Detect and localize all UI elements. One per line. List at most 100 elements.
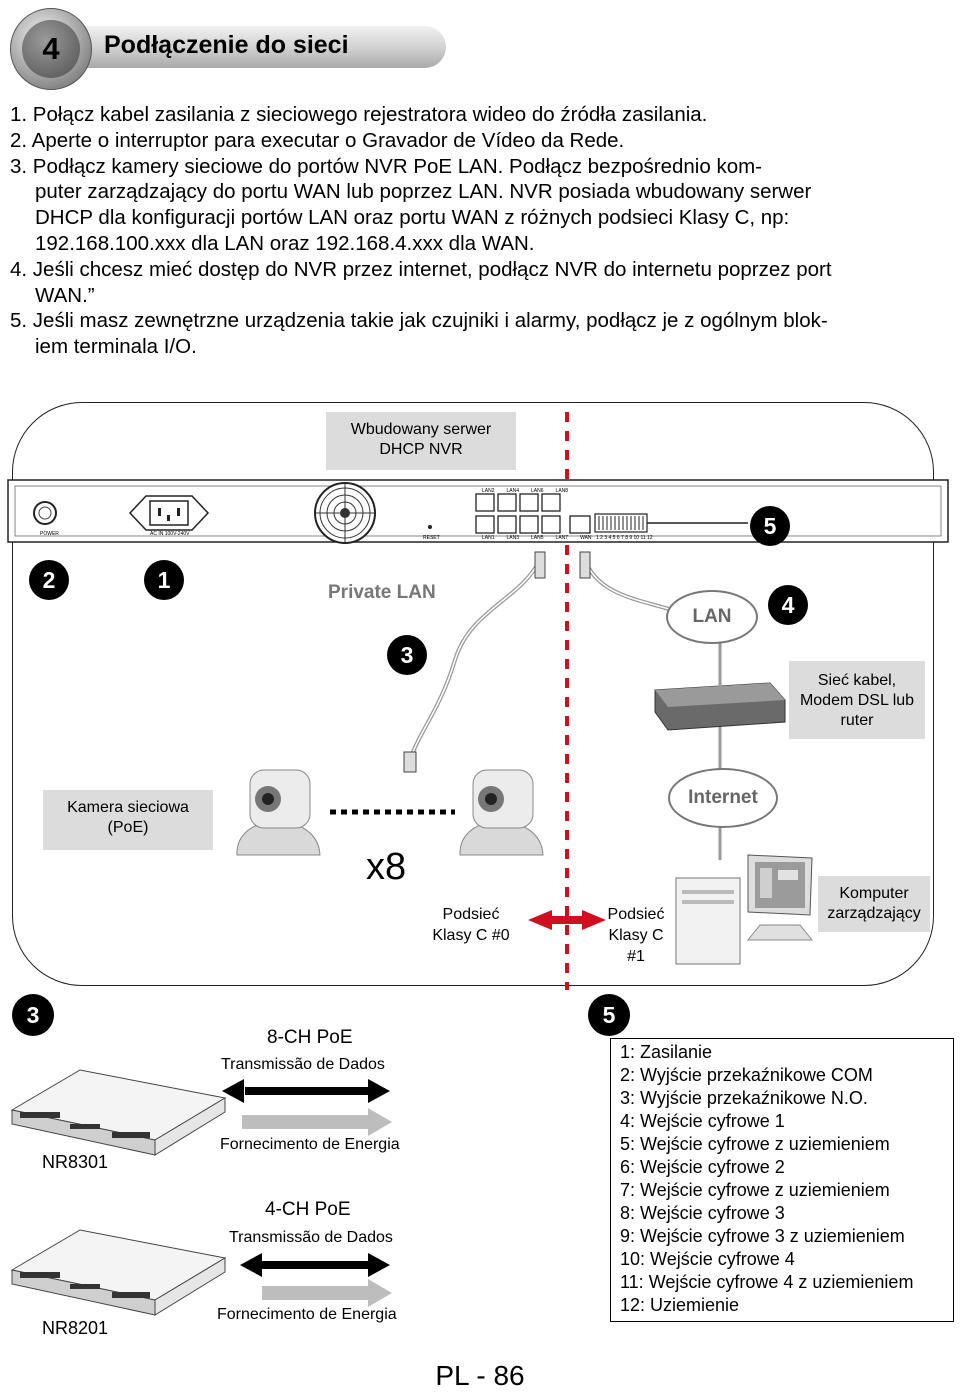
rj45-plug-icon — [579, 551, 591, 579]
camera-label-line: Kamera sieciowa — [67, 799, 189, 816]
power-arrow-8ch — [242, 1108, 392, 1136]
private-lan-label: Private LAN — [328, 582, 436, 603]
port-label: LAN7 — [555, 535, 569, 541]
step-line: puter zarządzający do portu WAN lub popr… — [35, 180, 812, 204]
power-switch-icon — [33, 501, 57, 525]
step-badge-2: 2 — [29, 560, 69, 600]
modem-label: Sieć kabel, Modem DSL lub ruter — [789, 661, 925, 739]
port-label: LAN3 — [506, 535, 520, 541]
section-header-bar — [32, 26, 446, 68]
rj45-plug-icon — [403, 751, 417, 773]
step-line: WAN.” — [35, 283, 95, 307]
port-label: LAN1 — [482, 535, 495, 541]
nvr-unit-icon — [10, 1229, 227, 1316]
step-badge-5: 5 — [750, 506, 790, 546]
port-label: LAN6 — [531, 488, 544, 494]
computer-label: Komputer zarządzający — [818, 876, 930, 932]
subnet-label-line: Podsieć — [442, 906, 500, 923]
port-labels-bottom: LAN1 LAN3 LAN5 LAN7 WAN — [482, 535, 592, 541]
poe-8ch-title: 8-CH PoE — [267, 1027, 353, 1048]
subnet-label-line: Podsieć — [607, 906, 665, 923]
data-arrow-4ch — [240, 1253, 390, 1277]
step-badge-1: 1 — [144, 560, 184, 600]
port-label: LAN8 — [555, 488, 569, 494]
legend-item: 2: Wyjście przekaźnikowe COM — [620, 1065, 873, 1085]
legend-item: 7: Wejście cyfrowe z uziemieniem — [620, 1180, 890, 1200]
modem-router-icon — [654, 682, 786, 731]
port-label: LAN2 — [482, 488, 495, 494]
step-line: 3. Podłącz kamery sieciowe do portów NVR… — [10, 154, 763, 178]
poe-section-badge: 3 — [12, 994, 54, 1036]
poe-4ch-power-label: Fornecimento de Energia — [217, 1306, 397, 1323]
step-line: 5. Jeśli masz zewnętrzne urządzenia taki… — [10, 309, 828, 333]
poe-8ch-power-label: Fornecimento de Energia — [220, 1136, 400, 1153]
section-title: Podłączenie do sieci — [104, 31, 349, 59]
data-arrow-8ch — [222, 1079, 390, 1103]
port-label: LAN5 — [531, 535, 544, 541]
subnet-label-line: #1 — [627, 948, 645, 965]
page-number: PL - 86 — [435, 1360, 525, 1391]
port-label: LAN4 — [506, 488, 520, 494]
internet-cloud: Internet — [668, 768, 778, 828]
step-badge-4: 4 — [768, 585, 808, 625]
power-arrow-4ch — [262, 1279, 392, 1307]
dhcp-label-line: DHCP NVR — [379, 441, 463, 458]
dhcp-label-line: Wbudowany serwer — [350, 421, 492, 438]
nvr-unit-icon — [10, 1069, 227, 1156]
legend-item: 4: Wejście cyfrowe 1 — [620, 1111, 785, 1131]
computer-icon — [675, 854, 814, 965]
subnet-label-line: Klasy C — [608, 927, 664, 944]
step-line: 192.168.100.xxx dla LAN oraz 192.168.4.x… — [35, 231, 535, 255]
step-badge-3: 3 — [387, 635, 427, 675]
legend-item: 1: Zasilanie — [620, 1042, 713, 1062]
instruction-list: 1. Połącz kabel zasilania z sieciowego r… — [10, 102, 950, 360]
step-line: 1. Połącz kabel zasilania z sieciowego r… — [10, 103, 708, 126]
power-port-label: POWER — [40, 531, 59, 537]
lan-ports — [475, 493, 591, 534]
modem-label-line: ruter — [840, 712, 874, 729]
subnet-1-label: Podsieć Klasy C #1 — [596, 904, 676, 967]
terminal-pin-numbers: 1 2 3 4 5 6 7 8 9 10 11 12 — [596, 535, 653, 541]
poe-8ch-data-label: Transmissão de Dados — [221, 1056, 385, 1073]
computer-label-line: zarządzający — [827, 905, 921, 922]
poe-4ch-data-label: Transmissão de Dados — [229, 1229, 393, 1246]
camera-label-line: (PoE) — [107, 819, 149, 836]
step-line: DHCP dla konfiguracji portów LAN oraz po… — [35, 206, 790, 230]
subnet-arrow-left — [528, 910, 552, 930]
legend-item: 3: Wyjście przekaźnikowe N.O. — [620, 1088, 868, 1108]
section-number-badge: 4 — [10, 8, 92, 90]
computer-label-line: Komputer — [839, 885, 909, 902]
legend-item: 8: Wejście cyfrowe 3 — [620, 1203, 785, 1223]
subnet-0-label: Podsieć Klasy C #0 — [420, 904, 522, 946]
camera-count: x8 — [366, 846, 407, 888]
terminal-pin-legend: 1: Zasilanie 2: Wyjście przekaźnikowe CO… — [610, 1038, 954, 1322]
subnet-label-line: Klasy C #0 — [432, 927, 510, 944]
nvr-rear-panel — [7, 479, 949, 544]
model-nr8301: NR8301 — [42, 1152, 109, 1172]
camera-label: Kamera sieciowa (PoE) — [43, 790, 213, 850]
legend-item: 10: Wejście cyfrowe 4 — [620, 1249, 795, 1269]
modem-label-line: Modem DSL lub — [799, 692, 915, 709]
legend-item: 9: Wejście cyfrowe 3 z uziemieniem — [620, 1226, 905, 1246]
ip-camera-icon — [459, 769, 544, 856]
model-nr8201: NR8201 — [42, 1318, 109, 1338]
subnet-arrow-right — [582, 910, 606, 930]
poe-4ch-title: 4-CH PoE — [265, 1199, 351, 1220]
section-number: 4 — [42, 31, 60, 66]
dhcp-server-label: Wbudowany serwer DHCP NVR — [326, 412, 516, 470]
step-line: iem terminala I/O. — [35, 335, 197, 359]
step-line: 4. Jeśli chcesz mieć dostęp do NVR przez… — [10, 257, 832, 281]
port-label: WAN — [580, 535, 592, 541]
legend-item: 12: Uziemienie — [620, 1295, 740, 1315]
step-line: 2. Aperte o interruptor para executar o … — [10, 128, 625, 152]
reset-button-icon — [428, 525, 432, 529]
legend-item: 6: Wejście cyfrowe 2 — [620, 1157, 785, 1177]
ip-camera-icon — [236, 769, 321, 856]
modem-label-line: Sieć kabel, — [817, 672, 897, 689]
legend-item: 5: Wejście cyfrowe z uziemieniem — [620, 1134, 890, 1154]
port-labels-top: LAN2 LAN4 LAN6 LAN8 — [482, 488, 572, 494]
terminal-section-badge: 5 — [588, 994, 630, 1036]
legend-item: 11: Wejście cyfrowe 4 z uziemieniem — [620, 1272, 914, 1292]
reset-label: RESET — [423, 535, 440, 541]
